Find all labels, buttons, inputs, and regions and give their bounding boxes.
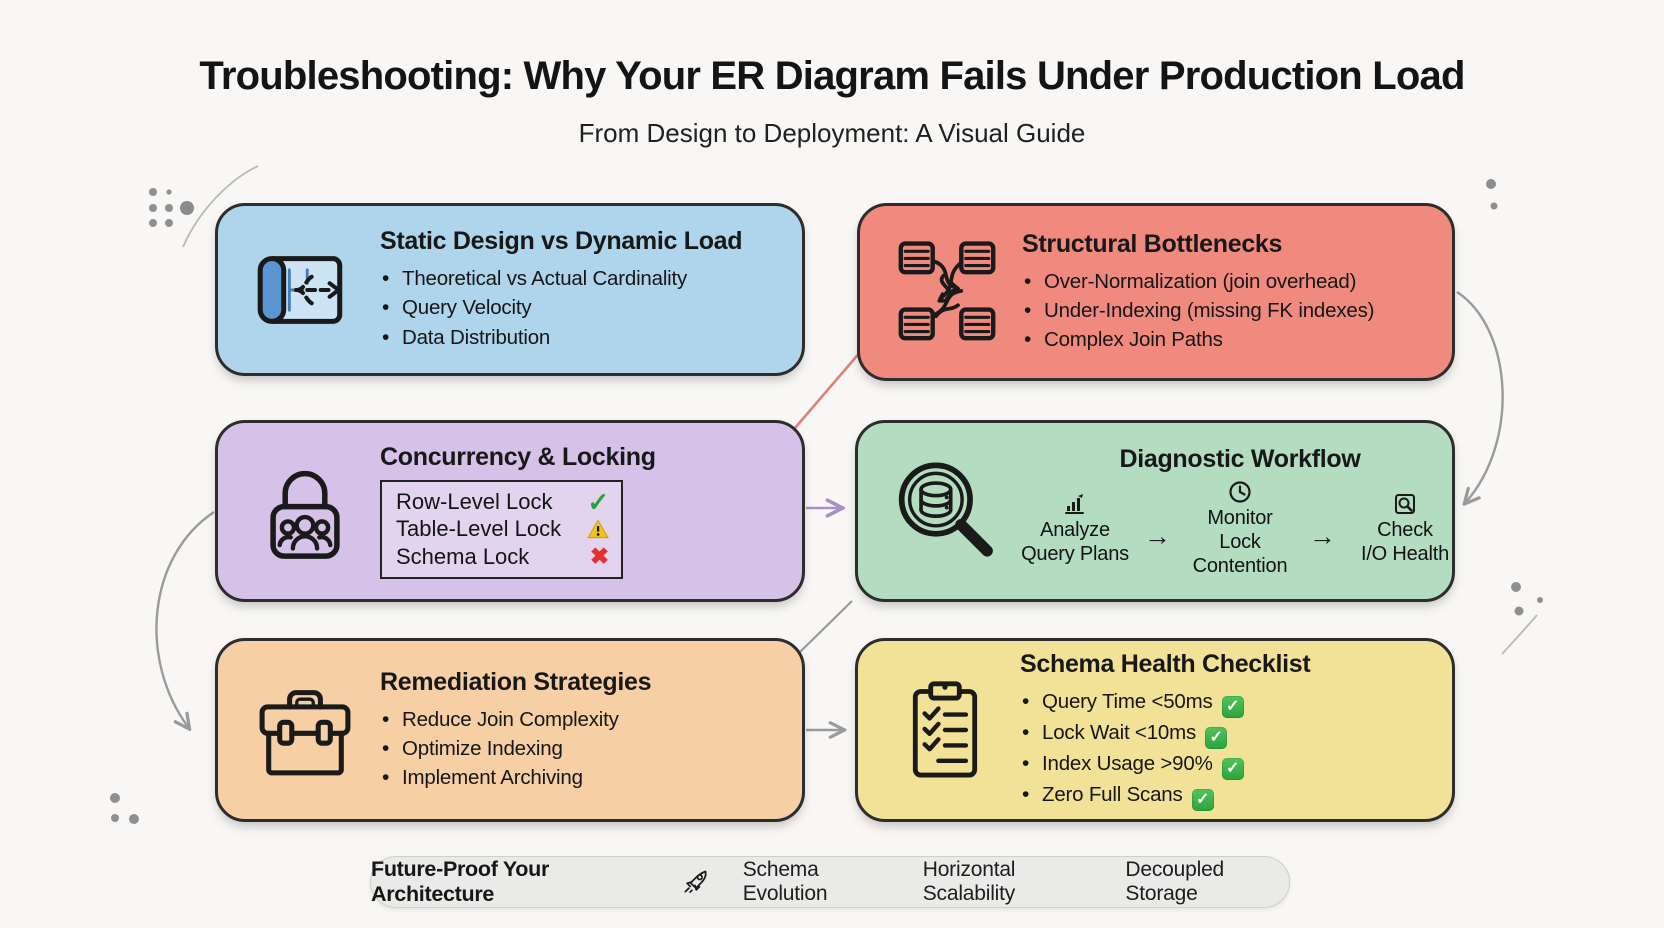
lock-row-label: Table-Level Lock	[396, 516, 562, 542]
card-schema-health-checklist: Schema Health Checklist Query Time <50ms…	[855, 638, 1455, 822]
check-badge-icon	[1221, 757, 1244, 780]
decor-dots-top-left	[149, 188, 173, 227]
banner-label: Future-Proof Your Architecture	[371, 857, 550, 906]
clipboard-checklist-icon	[886, 675, 1004, 785]
card-title: Concurrency & Locking	[380, 442, 656, 471]
workflow-step: Monitor Lock Contention	[1185, 478, 1295, 578]
bullet-item: Under-Indexing (missing FK indexes)	[1022, 296, 1428, 326]
lock-status-table: Row-Level Lock ✓ Table-Level Lock Schema…	[380, 479, 624, 580]
toolbox-icon	[246, 675, 364, 785]
decor-dots-right	[1511, 582, 1543, 616]
decor-dot-large	[180, 201, 194, 215]
clock-icon	[1228, 478, 1252, 504]
decor-dots-bottom-left	[110, 793, 139, 824]
checklist-item: Query Time <50ms	[1020, 687, 1428, 718]
warning-icon	[587, 519, 609, 539]
checklist-item: Lock Wait <10ms	[1020, 718, 1428, 749]
card-title: Diagnostic Workflow	[1119, 444, 1361, 473]
tangled-tables-icon	[888, 237, 1006, 347]
bar-chart-icon	[1062, 490, 1088, 516]
card-structural-bottlenecks: Structural Bottlenecks Over-Normalizatio…	[857, 203, 1455, 381]
decor-dots-top-right	[1486, 179, 1498, 210]
bullet-item: Optimize Indexing	[380, 734, 778, 764]
magnifier-database-icon	[886, 454, 1004, 568]
bullet-item: Data Distribution	[380, 323, 778, 353]
workflow-step: Analyze Query Plans	[1020, 490, 1130, 566]
card-remediation-strategies: Remediation Strategies Reduce Join Compl…	[215, 638, 805, 822]
bullet-list: Theoretical vs Actual Cardinality Query …	[380, 264, 778, 353]
check-badge-icon	[1191, 788, 1214, 811]
bullet-item: Theoretical vs Actual Cardinality	[380, 264, 778, 294]
bullet-item: Query Velocity	[380, 293, 778, 323]
step-label: Contention	[1192, 554, 1288, 577]
card-title: Schema Health Checklist	[1020, 649, 1311, 678]
connector-structural-to-concurrency	[794, 349, 863, 429]
connector-structural-to-diagnostic	[1456, 290, 1504, 502]
rocket-icon	[681, 868, 709, 896]
card-static-design: Static Design vs Dynamic Load Theoretica…	[215, 203, 805, 376]
check-badge-icon	[1221, 695, 1244, 718]
disk-scan-icon	[1393, 490, 1417, 516]
cross-icon: ✖	[589, 543, 610, 570]
decor-arc-right	[1501, 614, 1538, 655]
lock-row-label: Schema Lock	[396, 543, 530, 569]
workflow-step: Check I/O Health	[1350, 490, 1460, 566]
step-label: Query Plans	[1021, 542, 1129, 565]
bullet-item: Implement Archiving	[380, 763, 778, 793]
bullet-item: Over-Normalization (join overhead)	[1022, 267, 1428, 297]
page-title: Troubleshooting: Why Your ER Diagram Fai…	[199, 54, 1465, 98]
bullet-item: Reduce Join Complexity	[380, 705, 778, 735]
card-concurrency-locking: Concurrency & Locking Row-Level Lock ✓ T…	[215, 420, 805, 602]
bullet-list: Reduce Join Complexity Optimize Indexing…	[380, 705, 778, 793]
card-diagnostic-workflow: Diagnostic Workflow Analyze Query Plans …	[855, 420, 1455, 602]
lock-row-label: Row-Level Lock	[396, 488, 553, 514]
checklist-item: Zero Full Scans	[1020, 780, 1428, 811]
check-icon: ✓	[587, 487, 610, 518]
lock-users-icon	[246, 456, 364, 566]
card-title: Remediation Strategies	[380, 667, 652, 696]
bullet-item: Complex Join Paths	[1022, 325, 1428, 355]
checklist: Query Time <50ms Lock Wait <10ms Index U…	[1020, 687, 1428, 811]
connector-concurrency-to-remediation	[155, 511, 215, 727]
step-label: Check	[1377, 518, 1433, 541]
page-subtitle: From Design to Deployment: A Visual Guid…	[578, 118, 1086, 148]
step-label: Monitor Lock	[1207, 506, 1273, 553]
future-proof-banner: Future-Proof Your Architecture Schema Ev…	[370, 856, 1290, 908]
banner-item: Horizontal Scalability	[922, 858, 1016, 905]
workflow-steps: Analyze Query Plans → Monitor Lock Conte…	[1020, 478, 1460, 578]
arrow-right-icon: →	[1309, 521, 1336, 551]
connector-diagnostic-to-remediation	[799, 600, 853, 653]
blueprint-flow-icon	[246, 234, 364, 346]
check-badge-icon	[1205, 726, 1228, 749]
bullet-list: Over-Normalization (join overhead) Under…	[1022, 267, 1428, 355]
card-title: Static Design vs Dynamic Load	[380, 227, 743, 256]
card-title: Structural Bottlenecks	[1022, 229, 1283, 258]
arrow-right-icon: →	[1144, 521, 1171, 551]
step-label: Analyze	[1040, 518, 1110, 541]
checklist-item: Index Usage >90%	[1020, 749, 1428, 780]
banner-item: Decoupled Storage	[1125, 858, 1225, 905]
banner-item: Schema Evolution	[742, 858, 828, 905]
step-label: I/O Health	[1360, 542, 1450, 565]
